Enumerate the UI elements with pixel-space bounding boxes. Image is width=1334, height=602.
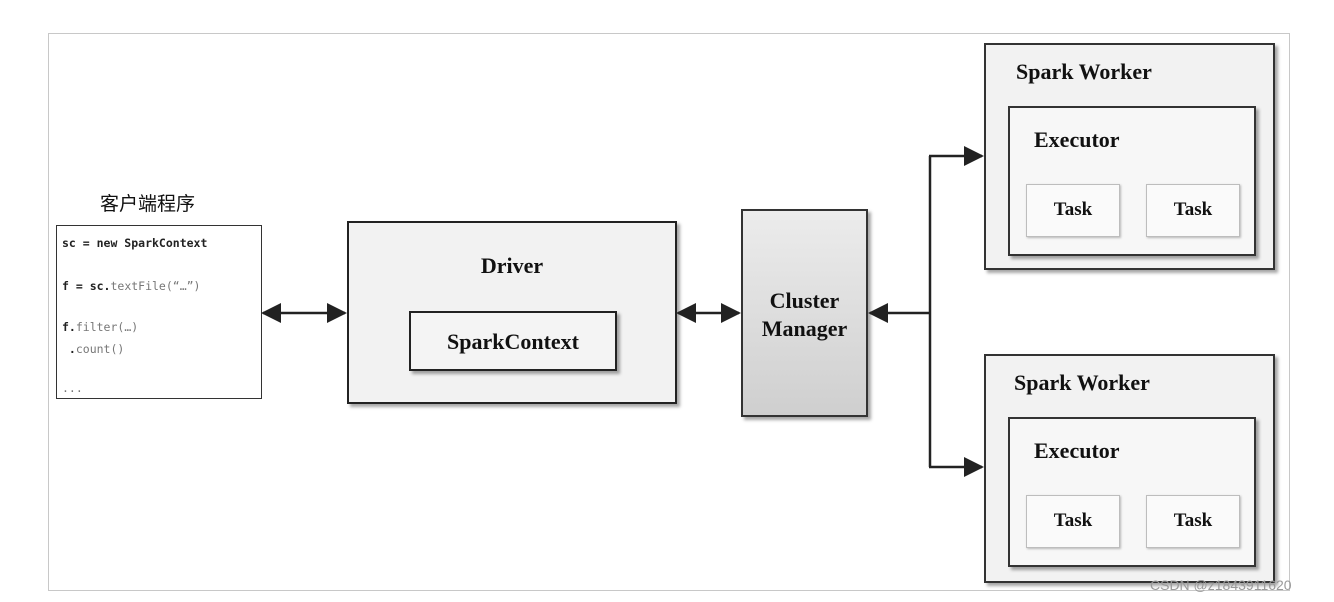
spark-worker-label: Spark Worker — [1014, 370, 1150, 395]
spark-worker-2: Spark Worker Executor Task Task — [984, 354, 1275, 583]
executor-label: Executor — [1034, 127, 1120, 152]
driver-label: Driver — [480, 253, 544, 278]
task-label: Task — [1173, 510, 1213, 531]
task-box: Task — [1146, 184, 1240, 237]
executor-box: Executor Task Task — [1008, 106, 1256, 256]
cluster-manager-box: Cluster Manager — [741, 209, 868, 417]
code-line-1: sc = new SparkContext — [62, 236, 208, 250]
task-label: Task — [1173, 199, 1213, 220]
task-label: Task — [1053, 510, 1093, 531]
executor-label: Executor — [1034, 438, 1120, 463]
cluster-manager-label: Cluster Manager — [743, 287, 866, 343]
spark-context-label: SparkContext — [446, 329, 579, 354]
spark-worker-1: Spark Worker Executor Task Task — [984, 43, 1275, 270]
task-box: Task — [1146, 495, 1240, 548]
watermark: CSDN @z1843911620 — [1150, 577, 1292, 593]
driver-box: Driver SparkContext — [347, 221, 677, 404]
executor-box: Executor Task Task — [1008, 417, 1256, 567]
spark-context-box: SparkContext — [409, 311, 617, 371]
cluster-manager-line-1: Cluster — [769, 288, 840, 313]
task-label: Task — [1053, 199, 1093, 220]
task-box: Task — [1026, 184, 1120, 237]
code-line-2: f = sc.textFile(“…”) — [62, 279, 201, 293]
task-box: Task — [1026, 495, 1120, 548]
code-line-5: ... — [62, 381, 83, 395]
code-line-4: .count() — [62, 342, 125, 356]
client-program-title: 客户端程序 — [100, 193, 196, 215]
spark-worker-label: Spark Worker — [1016, 59, 1152, 84]
code-line-3: f.filter(…) — [62, 320, 139, 334]
client-code-box: sc = new SparkContext f = sc.textFile(“…… — [56, 225, 262, 399]
cluster-manager-line-2: Manager — [761, 316, 848, 341]
